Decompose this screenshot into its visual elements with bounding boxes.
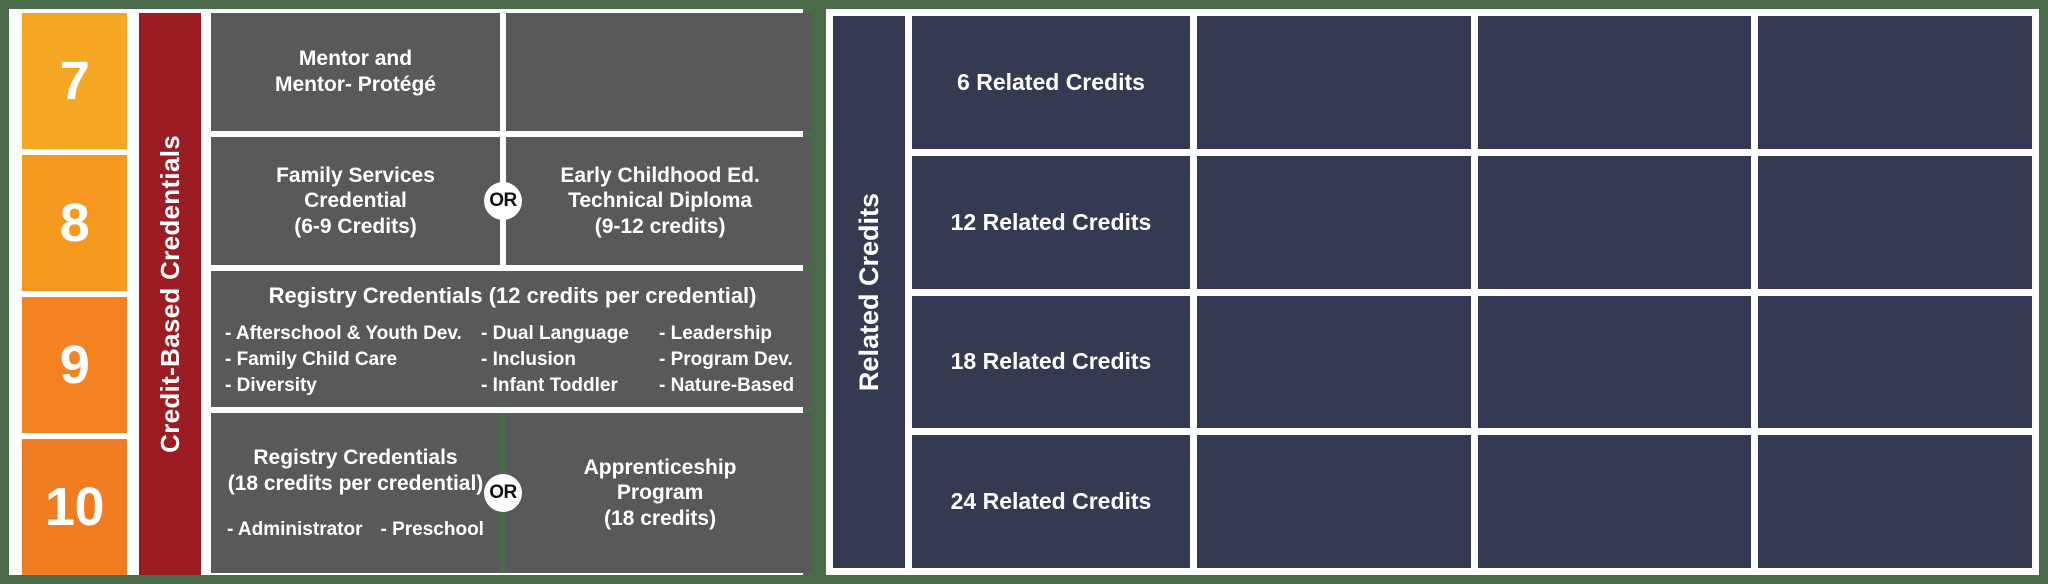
registry-12-item: - Dual Language [481,323,629,344]
family-services-line-2: Credential [304,189,407,213]
related-credits-cell-18[interactable]: 18 Related Credits [912,295,1190,429]
registry-12-item: - Family Child Care [225,349,398,371]
registry-credentials-18-title: Registry Credentials (18 credits per cre… [228,445,484,496]
related-credits-label: Related Credits [853,192,884,392]
related-credits-cell-24[interactable]: 24 Related Credits [912,435,1190,568]
related-credits-row: 24 Related Credits [912,435,2033,568]
level-number-9: 9 [59,335,90,395]
related-credits-cell-6[interactable]: 6 Related Credits [912,16,1190,149]
credit-based-credentials-band: Credit-Based Credentials [139,13,201,575]
mentor-line-2: Mentor- Protégé [274,73,436,96]
related-credits-band: Related Credits [833,16,905,568]
related-credits-row: 18 Related Credits [912,295,2033,429]
registry-18-item: - Administrator [227,518,363,540]
registry-12-item: - Afterschool & Youth Dev. [225,323,462,344]
credit-based-cell-grid: Mentor and Mentor- Protégé Family Servic… [211,9,822,575]
related-credits-row: 12 Related Credits [912,155,2033,289]
level-number-rail: 7 8 9 10 [9,9,133,575]
registry-credentials-18-cell[interactable]: Registry Credentials (18 credits per cre… [211,413,500,573]
registry-12-column-2: - Dual Language - Inclusion - Infant Tod… [481,321,659,400]
family-services-credential-cell[interactable]: Family Services Credential (6-9 Credits) [211,137,500,265]
ece-diploma-line-3: (9-12 credits) [594,214,726,238]
level-number-8: 8 [59,193,90,253]
credit-based-credentials-panel: 7 8 9 10 Credit-Based Credentials [0,0,815,584]
credit-based-credentials-label: Credit-Based Credentials [154,135,185,453]
related-credits-blank-cell[interactable] [1197,435,1471,568]
family-services-line-3: (6-9 Credits) [294,214,417,238]
apprenticeship-program-cell[interactable]: Apprenticeship Program (18 credits) [506,413,815,573]
registry-18-apprenticeship-row: Registry Credentials (18 credits per cre… [211,413,815,573]
level-box-10[interactable]: 10 [22,439,127,575]
apprenticeship-line-3: (18 credits) [604,506,717,530]
related-credits-blank-cell[interactable] [1197,155,1471,289]
registry-18-line-1: Registry Credentials [253,446,458,470]
related-credits-blank-cell[interactable] [1477,155,1752,289]
related-credits-panel: Related Credits 6 Related Credits 12 Rel… [812,0,2048,584]
registry-12-column-1: - Afterschool & Youth Dev. - Family Chil… [225,321,481,400]
level-number-10: 10 [44,477,105,537]
registry-18-item: - Preschool [380,518,484,540]
or-badge-credential-choice: OR [484,182,522,220]
mentor-row: Mentor and Mentor- Protégé [211,13,815,131]
registry-credentials-12-columns: - Afterschool & Youth Dev. - Family Chil… [225,321,800,400]
related-credits-blank-cell[interactable] [1477,295,1752,429]
mentor-empty-cell[interactable] [506,13,815,131]
related-credits-blank-cell[interactable] [1758,155,2033,289]
related-credits-blank-cell[interactable] [1758,435,2033,568]
family-services-line-1: Family Services [276,163,435,187]
level-box-9[interactable]: 9 [22,297,127,433]
related-credits-blank-cell[interactable] [1197,295,1471,429]
early-childhood-ed-technical-diploma-cell[interactable]: Early Childhood Ed. Technical Diploma (9… [506,137,815,265]
related-credits-blank-cell[interactable] [1758,295,2033,429]
level-box-7[interactable]: 7 [22,13,127,149]
registry-credentials-12-cell[interactable]: Registry Credentials (12 credits per cre… [211,271,815,407]
ece-diploma-line-2: Technical Diploma [568,189,753,213]
mentor-cell[interactable]: Mentor and Mentor- Protégé [211,13,500,131]
registry-credentials-12-row: Registry Credentials (12 credits per cre… [211,271,815,407]
related-credits-grid: 6 Related Credits 12 Related Credits 18 … [912,16,2033,568]
apprenticeship-line-1: Apprenticeship [583,455,737,479]
related-credits-panel-inner: Related Credits 6 Related Credits 12 Rel… [826,9,2039,575]
apprenticeship-line-2: Program [616,481,704,505]
registry-18-item-list: - Administrator - Preschool [227,519,484,541]
registry-12-item: - Nature-Based [659,375,795,397]
ece-diploma-line-1: Early Childhood Ed. [560,163,760,187]
related-credits-row: 6 Related Credits [912,16,2033,149]
registry-credentials-12-title: Registry Credentials (12 credits per cre… [268,283,757,308]
level-number-7: 7 [59,51,90,111]
related-credits-blank-cell[interactable] [1197,16,1471,149]
registry-12-item: - Infant Toddler [481,375,618,397]
related-credits-blank-cell[interactable] [1477,16,1752,149]
related-credits-blank-cell[interactable] [1758,16,2033,149]
credit-based-panel-inner: 7 8 9 10 Credit-Based Credentials [9,9,815,575]
registry-12-item: - Diversity [225,375,317,397]
related-credits-blank-cell[interactable] [1477,435,1752,568]
registry-12-item: - Program Dev. [659,349,793,371]
registry-12-column-3: - Leadership - Program Dev. - Nature-Bas… [659,321,800,400]
level-box-8[interactable]: 8 [22,155,127,291]
registry-12-item: - Inclusion [481,349,576,371]
registry-18-line-2: (18 credits per credential) [227,472,484,495]
registry-12-item: - Leadership [659,323,772,344]
related-credits-cell-12[interactable]: 12 Related Credits [912,155,1190,289]
credential-choice-row: Family Services Credential (6-9 Credits)… [211,137,815,265]
or-badge-registry-apprenticeship: OR [484,474,522,512]
mentor-line-1: Mentor and [298,47,413,71]
